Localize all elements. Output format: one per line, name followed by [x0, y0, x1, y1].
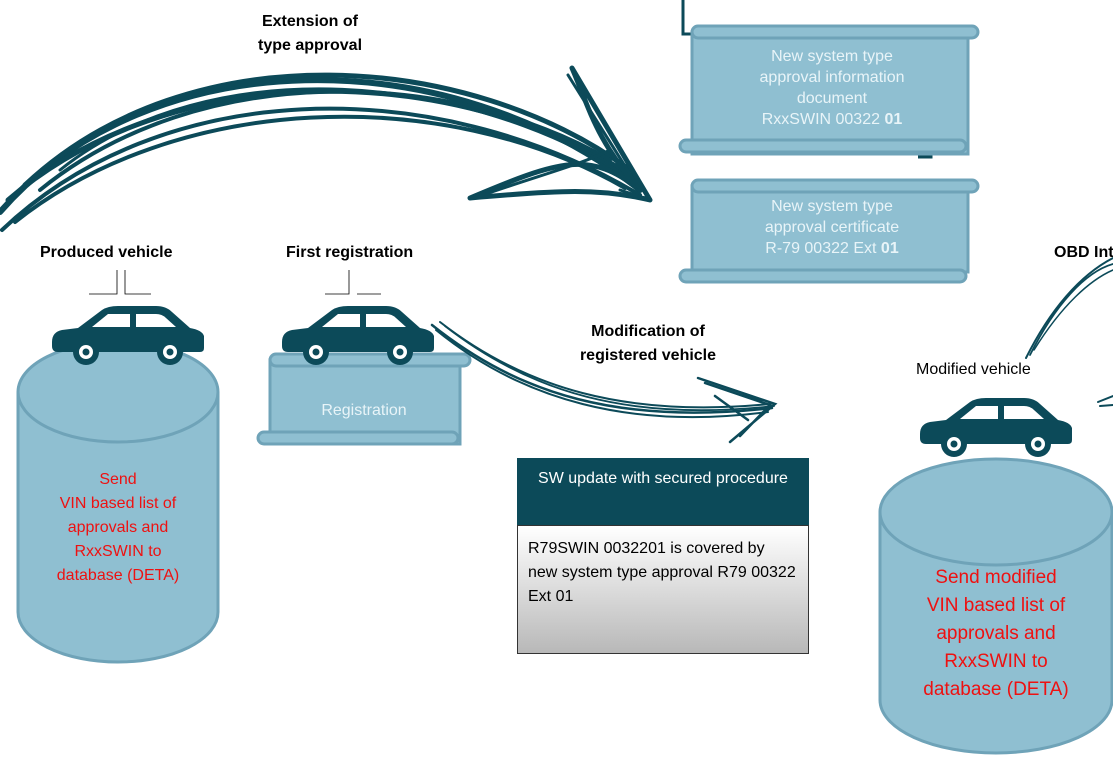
- database-right-text: Send modified VIN based list of approval…: [890, 564, 1102, 704]
- modification-label-line1: Modification of: [591, 323, 705, 340]
- extension-label-line1: Extension of: [261, 13, 358, 30]
- database-left-text: Send VIN based list of approvals and Rxx…: [30, 468, 206, 588]
- extension-label-line2: type approval: [257, 37, 363, 54]
- obd-label: OBD Int: [1054, 244, 1113, 261]
- db-right-line1: Send modified: [935, 567, 1057, 588]
- scroll-certificate-doc: [678, 178, 980, 284]
- certificate-doc-code-prefix: R-79 00322 Ext: [765, 240, 877, 257]
- extension-arrow: [0, 65, 653, 232]
- info-doc-line2: approval information: [759, 69, 905, 86]
- db-left-line1: Send: [99, 471, 137, 488]
- info-doc-code: RxxSWIN 00322 01: [700, 109, 964, 130]
- modified-vehicle-label: Modified vehicle: [916, 361, 1031, 378]
- sw-update-title: SW update with secured procedure: [517, 458, 809, 525]
- modification-label-line2: registered vehicle: [579, 347, 717, 364]
- produced-vehicle-label: Produced vehicle: [40, 244, 173, 261]
- info-doc-code-ext: 01: [884, 111, 903, 128]
- modification-label: Modification of registered vehicle: [553, 320, 743, 368]
- info-doc-text: New system type approval information doc…: [700, 46, 964, 130]
- certificate-doc-line1: New system type: [771, 198, 893, 215]
- certificate-doc-code-ext: 01: [880, 240, 899, 257]
- info-doc-code-prefix: RxxSWIN 00322: [761, 111, 880, 128]
- db-right-line3: approvals and: [936, 623, 1056, 644]
- certificate-doc-code: R-79 00322 Ext 01: [700, 238, 964, 259]
- certificate-doc-line2: approval certificate: [764, 219, 900, 236]
- registration-doc-text: Registration: [321, 402, 407, 419]
- info-doc-line1: New system type: [771, 48, 893, 65]
- modification-arrow: [430, 321, 778, 444]
- db-right-line5: database (DETA): [923, 679, 1069, 700]
- extension-label: Extension of type approval: [246, 10, 374, 58]
- db-left-line2: VIN based list of: [59, 495, 177, 512]
- scroll-info-doc: [678, 24, 980, 156]
- obd-arrow: [1025, 257, 1113, 407]
- scroll-registration-doc: [256, 352, 472, 446]
- info-doc-line3: document: [796, 90, 868, 107]
- database-right: [878, 457, 1113, 755]
- db-right-line2: VIN based list of: [926, 595, 1066, 616]
- db-left-line3: approvals and: [67, 519, 169, 536]
- modified-vehicle-car-icon: [920, 398, 1072, 457]
- db-left-line4: RxxSWIN to: [74, 543, 162, 560]
- first-registration-label: First registration: [286, 244, 414, 261]
- db-right-line4: RxxSWIN to: [944, 651, 1048, 672]
- db-left-line5: database (DETA): [56, 567, 180, 584]
- sw-update-body: R79SWIN 0032201 is covered by new system…: [517, 525, 809, 654]
- certificate-doc-text: New system type approval certificate R-7…: [700, 196, 964, 259]
